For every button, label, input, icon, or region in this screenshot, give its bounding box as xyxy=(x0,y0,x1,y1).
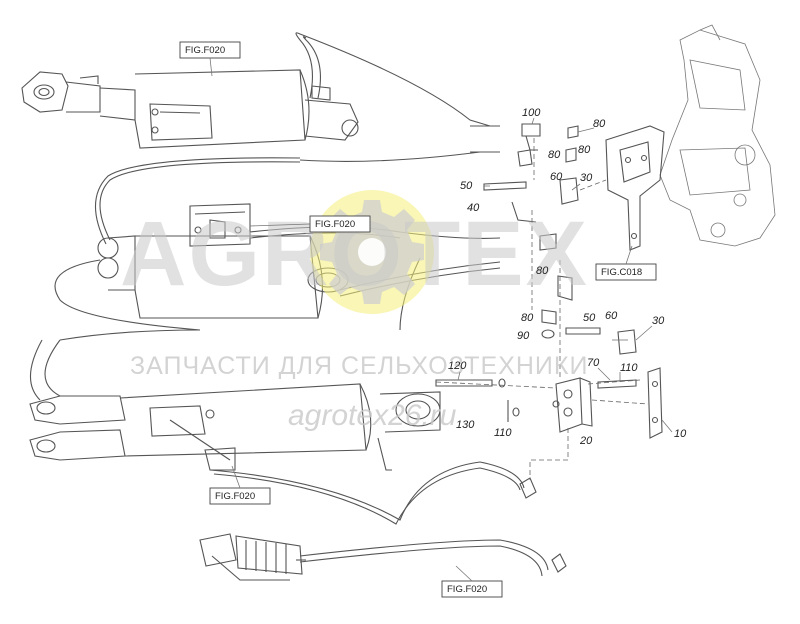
part-label: 120 xyxy=(448,360,467,372)
upper-lift-cylinder xyxy=(21,69,359,149)
part-label: 130 xyxy=(456,419,475,431)
valve-bracket xyxy=(605,125,665,251)
figure-ref-5[interactable]: FIG.C018 xyxy=(595,245,657,281)
fittings xyxy=(435,123,637,422)
leader-lines xyxy=(435,138,649,480)
watermark: AGROTEX ЗАПЧАСТИ ДЛЯ СЕЛЬХОЗТЕХНИКИ agro… xyxy=(120,190,588,432)
watermark-site: agrotex26.ru xyxy=(288,399,457,432)
part-label: 60 xyxy=(605,310,618,322)
part-label: 10 xyxy=(674,428,687,440)
figure-ref-1[interactable]: FIG.F020 xyxy=(179,41,241,77)
part-label: 50 xyxy=(583,312,596,324)
quick-couplers xyxy=(199,533,306,581)
valve-block xyxy=(552,377,593,433)
figure-ref-label: FIG.F020 xyxy=(315,219,355,230)
part-label: 80 xyxy=(536,265,549,277)
part-label: 110 xyxy=(620,362,638,374)
part-label: 80 xyxy=(548,149,561,161)
part-label: 20 xyxy=(579,435,593,447)
part-label: 100 xyxy=(522,107,541,119)
part-labels: 100 80 80 80 50 60 30 40 80 80 90 50 60 … xyxy=(448,107,687,447)
figure-ref-label: FIG.F020 xyxy=(215,491,255,502)
mounting-plate xyxy=(647,367,663,439)
figure-ref-label: FIG.F020 xyxy=(185,45,225,56)
figure-ref-4[interactable]: FIG.F020 xyxy=(441,565,503,598)
part-label: 30 xyxy=(580,172,593,184)
part-label-leaders xyxy=(457,117,673,433)
figure-ref-label: FIG.C018 xyxy=(601,267,642,278)
lower-lift-cylinder xyxy=(29,383,441,471)
hydraulic-hoses xyxy=(29,32,567,577)
part-label: 90 xyxy=(517,330,530,342)
part-label: 40 xyxy=(467,202,480,214)
part-label: 60 xyxy=(550,171,563,183)
part-label: 80 xyxy=(521,312,534,324)
part-label: 50 xyxy=(460,180,473,192)
figure-ref-3[interactable]: FIG.F020 xyxy=(209,465,271,505)
part-label: 70 xyxy=(587,357,600,369)
watermark-tagline: ЗАПЧАСТИ ДЛЯ СЕЛЬХОЗТЕХНИКИ xyxy=(130,352,588,380)
figure-ref-label: FIG.F020 xyxy=(447,584,487,595)
part-label: 110 xyxy=(494,427,512,439)
part-label: 80 xyxy=(593,118,606,130)
tractor-frame xyxy=(659,24,776,247)
part-label: 80 xyxy=(578,144,591,156)
figure-ref-2[interactable]: FIG.F020 xyxy=(249,215,371,233)
part-label: 30 xyxy=(652,315,665,327)
